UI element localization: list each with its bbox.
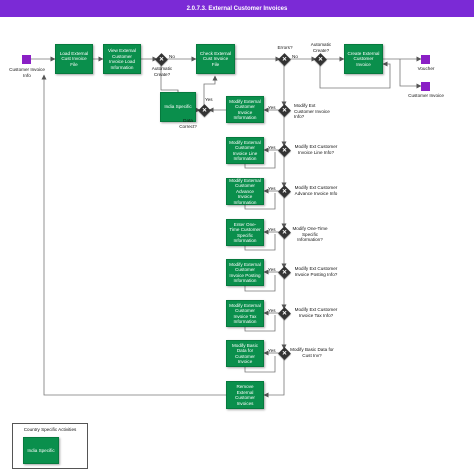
task-india-specific[interactable]: India Specific [160,92,196,122]
edge-gw2-no-loop [319,61,391,89]
gateway-q-invoice-label: Modify Ext Customer Invoice Info? [294,103,330,119]
task-modify-basic[interactable]: Modify Basic Data for Customer Invoice [226,340,264,367]
edge-label-no-1: No [169,54,175,59]
task-check-file[interactable]: Check External Cust Invoice File [196,44,235,74]
edge-label-yes-q7: Yes [268,348,276,353]
gateway-x-icon: ✕ [317,57,324,63]
gateway-q-advance-label: Modify Ext Customer Advance Invoice Info [294,185,338,196]
task-one-time[interactable]: Enter One-Time Customer Specific Informa… [226,219,264,246]
gateway-automatic-create-1-label: Automatic Create? [151,66,173,77]
edge-label-yes-q3: Yes [268,186,276,191]
gateway-q-one-time-label: Modify One-Time Specific Information? [292,226,328,242]
legend-title: Country Specific Activities [23,427,77,432]
edge-task5-back [244,275,276,292]
gateway-x-icon: ✕ [281,270,288,276]
end-event-customer-invoice-label: Customer Invoice [408,93,444,98]
legend-item-india-specific: India Specific [23,437,59,464]
edge-label-yes-q1: Yes [268,105,276,110]
edge-label-yes-q6: Yes [268,308,276,313]
edge-label-yes-dc: Yes [205,97,213,102]
edge-task7-back [244,356,276,373]
task-create-invoice[interactable]: Create External Customer Invoice [344,44,383,74]
edge-task4-back [244,234,276,251]
task-view-info[interactable]: View External Customer Invoice Load Info… [103,44,141,74]
task-remove[interactable]: Remove External Customer Invoices [226,381,264,409]
end-event-customer-invoice-icon [421,82,430,91]
task-modify-tax[interactable]: Modify External Customer Invoice Tax Inf… [226,300,264,327]
edge-task6-back [244,315,276,332]
gateway-q-basic-label: Modify Basic Data for Cust Inv? [290,347,334,358]
edge-label-no-2: No [292,54,298,59]
edge-task3-back [244,193,276,210]
gateway-q-lines-label: Modify Ext Customer Invoice Line Info? [294,144,338,155]
gateway-x-icon: ✕ [281,148,288,154]
gateway-x-icon: ✕ [281,351,288,357]
gateway-x-icon: ✕ [281,189,288,195]
edge-label-yes-q5: Yes [268,267,276,272]
gateway-x-icon: ✕ [281,57,288,63]
edge-label-yes-q4: Yes [268,227,276,232]
gateway-q-posting-label: Modify Ext Customer Invoice Posting Info… [294,266,338,277]
gateway-x-icon: ✕ [201,108,208,114]
end-event-voucher-label: Voucher [417,66,435,71]
gateway-x-icon: ✕ [281,108,288,114]
task-modify-info[interactable]: Modify External Customer Invoice Informa… [226,96,264,123]
edge-datacorrect-check [203,75,218,106]
edge-task2-back [244,152,276,169]
gateway-x-icon: ✕ [158,57,165,63]
gateway-q-tax-label: Modify Ext Customer Invoice Tax Info? [294,307,338,318]
task-load-file[interactable]: Load External Cust Invoice File [55,44,93,74]
edge-label-yes-q2: Yes [268,145,276,150]
gateway-data-correct-label: Data Correct? [179,118,197,129]
start-event-icon [22,55,31,64]
task-modify-posting[interactable]: Modify External Customer Invoice Posting… [226,259,264,286]
diagram-title: 2.0.7.3. External Customer Invoices [0,0,474,17]
edge-remove-loop [41,74,226,396]
edge-create-customer-invoice [399,59,422,89]
task-modify-lines[interactable]: Modify External Customer Invoice Line In… [226,137,264,164]
gateway-errors-label: Errors? [277,45,293,50]
legend: Country Specific Activities India Specif… [12,423,88,469]
gateway-automatic-create-2-label: Automatic Create? [310,42,332,53]
task-modify-advance[interactable]: Modify External Customer Advance Invoice… [226,178,264,205]
start-event-label: Customer Invoice Info [9,67,45,78]
end-event-voucher-icon [421,55,430,64]
gateway-x-icon: ✕ [281,230,288,236]
gateway-x-icon: ✕ [281,311,288,317]
edge-q7-remove [263,358,285,398]
